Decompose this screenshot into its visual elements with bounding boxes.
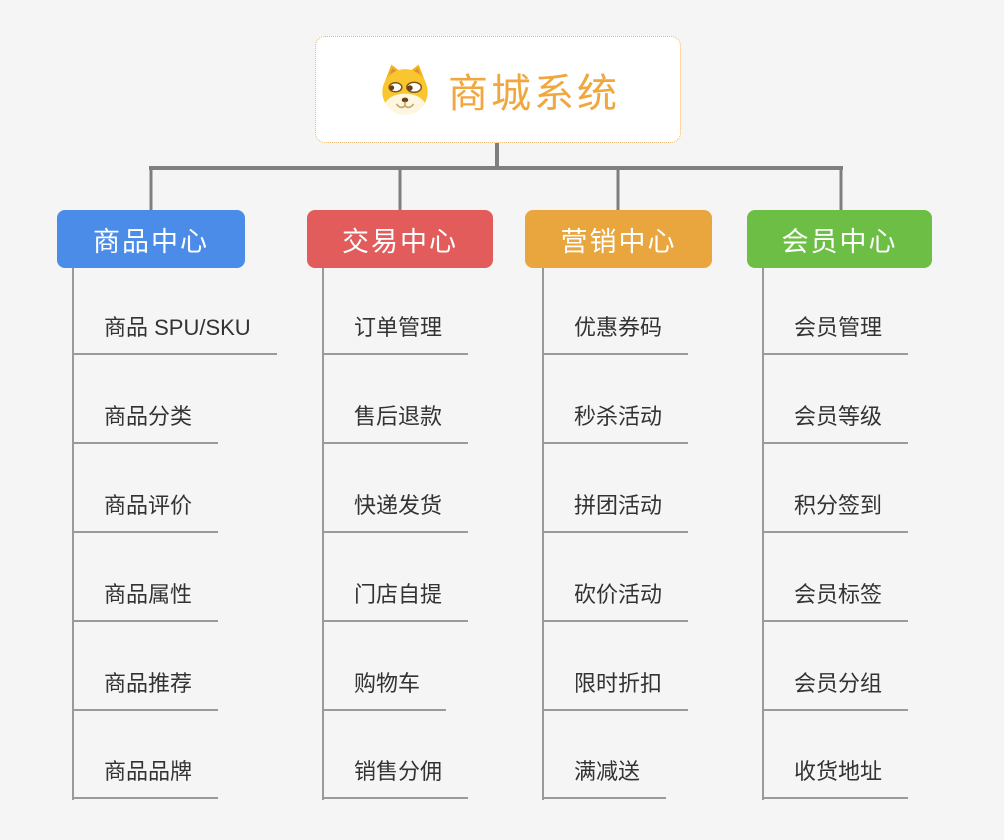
leaf-node[interactable]: 商品 SPU/SKU [72, 311, 277, 355]
leaf-node[interactable]: 积分签到 [762, 489, 909, 533]
leaf-node[interactable]: 商品评价 [72, 489, 219, 533]
leaf-node[interactable]: 商品推荐 [72, 667, 219, 711]
root-node-mall-system[interactable]: 商城系统 [315, 36, 681, 143]
branch-label: 交易中心 [342, 226, 458, 257]
branch-label: 商品中心 [93, 226, 209, 257]
leaf-node[interactable]: 拼团活动 [542, 489, 689, 533]
leaf-node[interactable]: 限时折扣 [542, 667, 689, 711]
leaf-node[interactable]: 会员分组 [762, 667, 909, 711]
leaf-node[interactable]: 砍价活动 [542, 578, 689, 622]
branch-label: 营销中心 [560, 226, 677, 257]
leaf-node[interactable]: 售后退款 [322, 400, 469, 444]
branch-node-product-center[interactable]: 商品中心 [57, 210, 245, 268]
leaf-node[interactable]: 会员标签 [762, 578, 909, 622]
branch-label: 会员中心 [781, 226, 898, 257]
leaf-node[interactable]: 会员等级 [762, 400, 909, 444]
branch-node-marketing-center[interactable]: 营销中心 [525, 210, 712, 268]
leaf-node[interactable]: 快递发货 [322, 489, 469, 533]
leaf-node[interactable]: 会员管理 [762, 311, 909, 355]
root-title: 商城系统 [448, 71, 620, 116]
branch-node-trade-center[interactable]: 交易中心 [307, 210, 493, 268]
leaf-node[interactable]: 优惠券码 [542, 311, 689, 355]
leaf-node[interactable]: 商品分类 [72, 400, 219, 444]
leaf-node[interactable]: 销售分佣 [322, 755, 469, 799]
branch-node-member-center[interactable]: 会员中心 [747, 210, 932, 268]
leaf-node[interactable]: 购物车 [322, 667, 447, 711]
leaf-node[interactable]: 秒杀活动 [542, 400, 689, 444]
leaf-node[interactable]: 订单管理 [322, 311, 469, 355]
leaf-node[interactable]: 收货地址 [762, 755, 909, 799]
dog-face-icon [382, 64, 428, 114]
leaf-node[interactable]: 商品品牌 [72, 755, 219, 799]
leaf-node[interactable]: 门店自提 [322, 578, 469, 622]
leaf-node[interactable]: 商品属性 [72, 578, 219, 622]
leaf-node[interactable]: 满减送 [542, 755, 667, 799]
